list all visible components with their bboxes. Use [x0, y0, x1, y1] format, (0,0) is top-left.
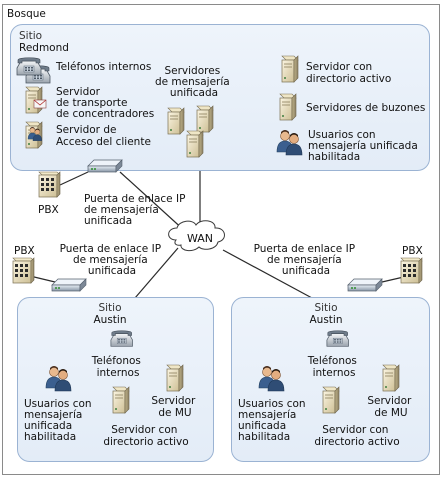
site-austin-left-name: Austin [94, 314, 127, 326]
site-austin-left: Sitio Austin Teléfonos internos Usuarios… [17, 297, 214, 462]
top-gateway-label: Puerta de enlace IP de mensajería unific… [84, 193, 189, 227]
austin-right-ad-label: Servidor con directorio activo [314, 424, 399, 448]
site-austin-left-label: Sitio [98, 302, 121, 314]
phone-icon [16, 57, 42, 76]
site-redmond-boundary [10, 24, 430, 171]
site-austin-left-boundary [17, 297, 214, 462]
austin-right-phones-label: Teléfonos internos [307, 355, 360, 379]
um-server-icon [166, 364, 184, 392]
austin-left-ad-label: Servidor con directorio activo [103, 424, 188, 448]
wan-cloud-icon [168, 220, 225, 252]
site-austin-right: Sitio Austin Teléfonos internos Usuarios… [231, 297, 430, 462]
envelope-icon [33, 99, 47, 109]
phones-label: Teléfonos internos [55, 61, 151, 73]
top-pbx-label: PBX [38, 204, 59, 216]
pbx-icon [400, 257, 423, 284]
link-top-pbx-to-gateway [59, 171, 89, 186]
active-directory-server-icon [322, 386, 340, 414]
active-directory-server-icon [281, 55, 299, 83]
hub-transport-label: Servidor de transporte de concentradores [56, 86, 154, 120]
um-servers-label: Servidores de mensajería unificada [155, 65, 233, 99]
active-directory-label: Servidor con directorio activo [306, 61, 391, 85]
pbx-icon [38, 171, 61, 198]
phone-icon [326, 330, 349, 347]
austin-left-um-label: Servidor de MU [151, 395, 198, 419]
site-austin-right-boundary [231, 297, 430, 462]
austin-left-phones-label: Teléfonos internos [91, 355, 144, 379]
link-wan-to-austin-right [222, 249, 313, 299]
site-austin-right-label: Sitio [314, 302, 337, 314]
um-server-icon [196, 105, 214, 133]
link-top-gateway-to-wan [119, 171, 187, 233]
gateway-icon [347, 278, 383, 292]
um-users-label: Usuarios con mensajería unificada habili… [308, 129, 421, 163]
site-redmond: Sitio Redmond Teléfonos internos Servido… [10, 24, 430, 171]
site-redmond-label: Sitio [19, 30, 42, 42]
left-pbx-label: PBX [14, 245, 35, 257]
mailbox-server-icon [279, 93, 297, 121]
um-server-icon [382, 364, 400, 392]
link-wan-to-austin-left [134, 247, 179, 299]
right-gateway-label: Puerta de enlace IP de mensajería unific… [254, 243, 359, 277]
site-redmond-name: Redmond [19, 42, 69, 54]
phone-icon [110, 330, 133, 347]
austin-right-um-label: Servidor de MU [367, 395, 414, 419]
wan-label: WAN [187, 232, 213, 245]
austin-left-users-label: Usuarios con mensajería unificada habili… [24, 398, 95, 443]
forest-label: Bosque [7, 8, 46, 20]
active-directory-server-icon [112, 386, 130, 414]
pbx-icon [12, 257, 35, 284]
right-pbx-label: PBX [402, 245, 423, 257]
gateway-icon [51, 278, 87, 292]
left-gateway-label: Puerta de enlace IP de mensajería unific… [60, 243, 165, 277]
um-server-icon [186, 130, 204, 158]
mailbox-servers-label: Servidores de buzones [306, 102, 425, 114]
um-server-icon [167, 107, 185, 135]
site-austin-right-name: Austin [310, 314, 343, 326]
gateway-icon [87, 159, 123, 173]
austin-right-users-label: Usuarios con mensajería unificada habili… [238, 398, 309, 443]
client-access-label: Servidor de Acceso del cliente [56, 124, 151, 148]
